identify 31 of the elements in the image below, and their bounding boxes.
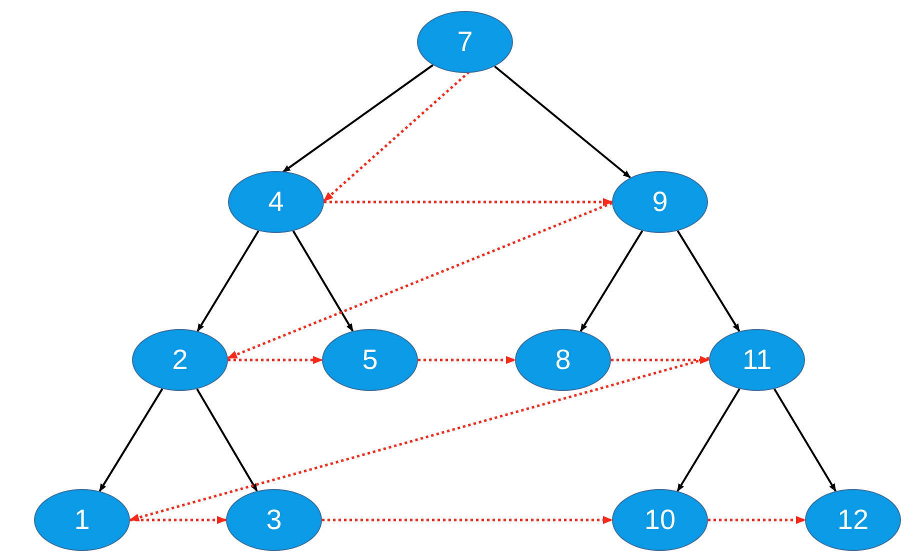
arrow xyxy=(676,230,740,332)
arrow xyxy=(196,388,258,492)
arrow xyxy=(322,516,613,524)
arrow xyxy=(676,388,740,492)
arrow xyxy=(611,356,710,364)
node-value: 8 xyxy=(555,346,571,374)
arrow xyxy=(130,516,227,524)
node-value: 7 xyxy=(457,28,473,56)
arrow xyxy=(323,71,470,202)
arrow xyxy=(196,230,260,332)
node-value: 10 xyxy=(644,506,676,534)
arrow xyxy=(282,64,434,173)
arrow xyxy=(418,356,516,364)
arrow xyxy=(227,202,612,360)
node-value: 9 xyxy=(652,188,668,216)
arrow xyxy=(708,516,806,524)
arrow xyxy=(494,66,631,178)
arrow xyxy=(98,388,164,492)
node-value: 5 xyxy=(362,346,378,374)
node-value: 1 xyxy=(74,506,90,534)
arrow xyxy=(292,230,354,332)
node-value: 12 xyxy=(837,506,869,534)
arrow xyxy=(580,230,644,332)
node-value: 3 xyxy=(266,506,282,534)
arrow xyxy=(228,356,323,364)
arrow xyxy=(773,388,837,492)
node-value: 11 xyxy=(742,346,772,374)
node-value: 4 xyxy=(268,188,284,216)
node-value: 2 xyxy=(172,346,188,374)
arrow xyxy=(324,198,613,206)
arrow xyxy=(129,356,710,522)
